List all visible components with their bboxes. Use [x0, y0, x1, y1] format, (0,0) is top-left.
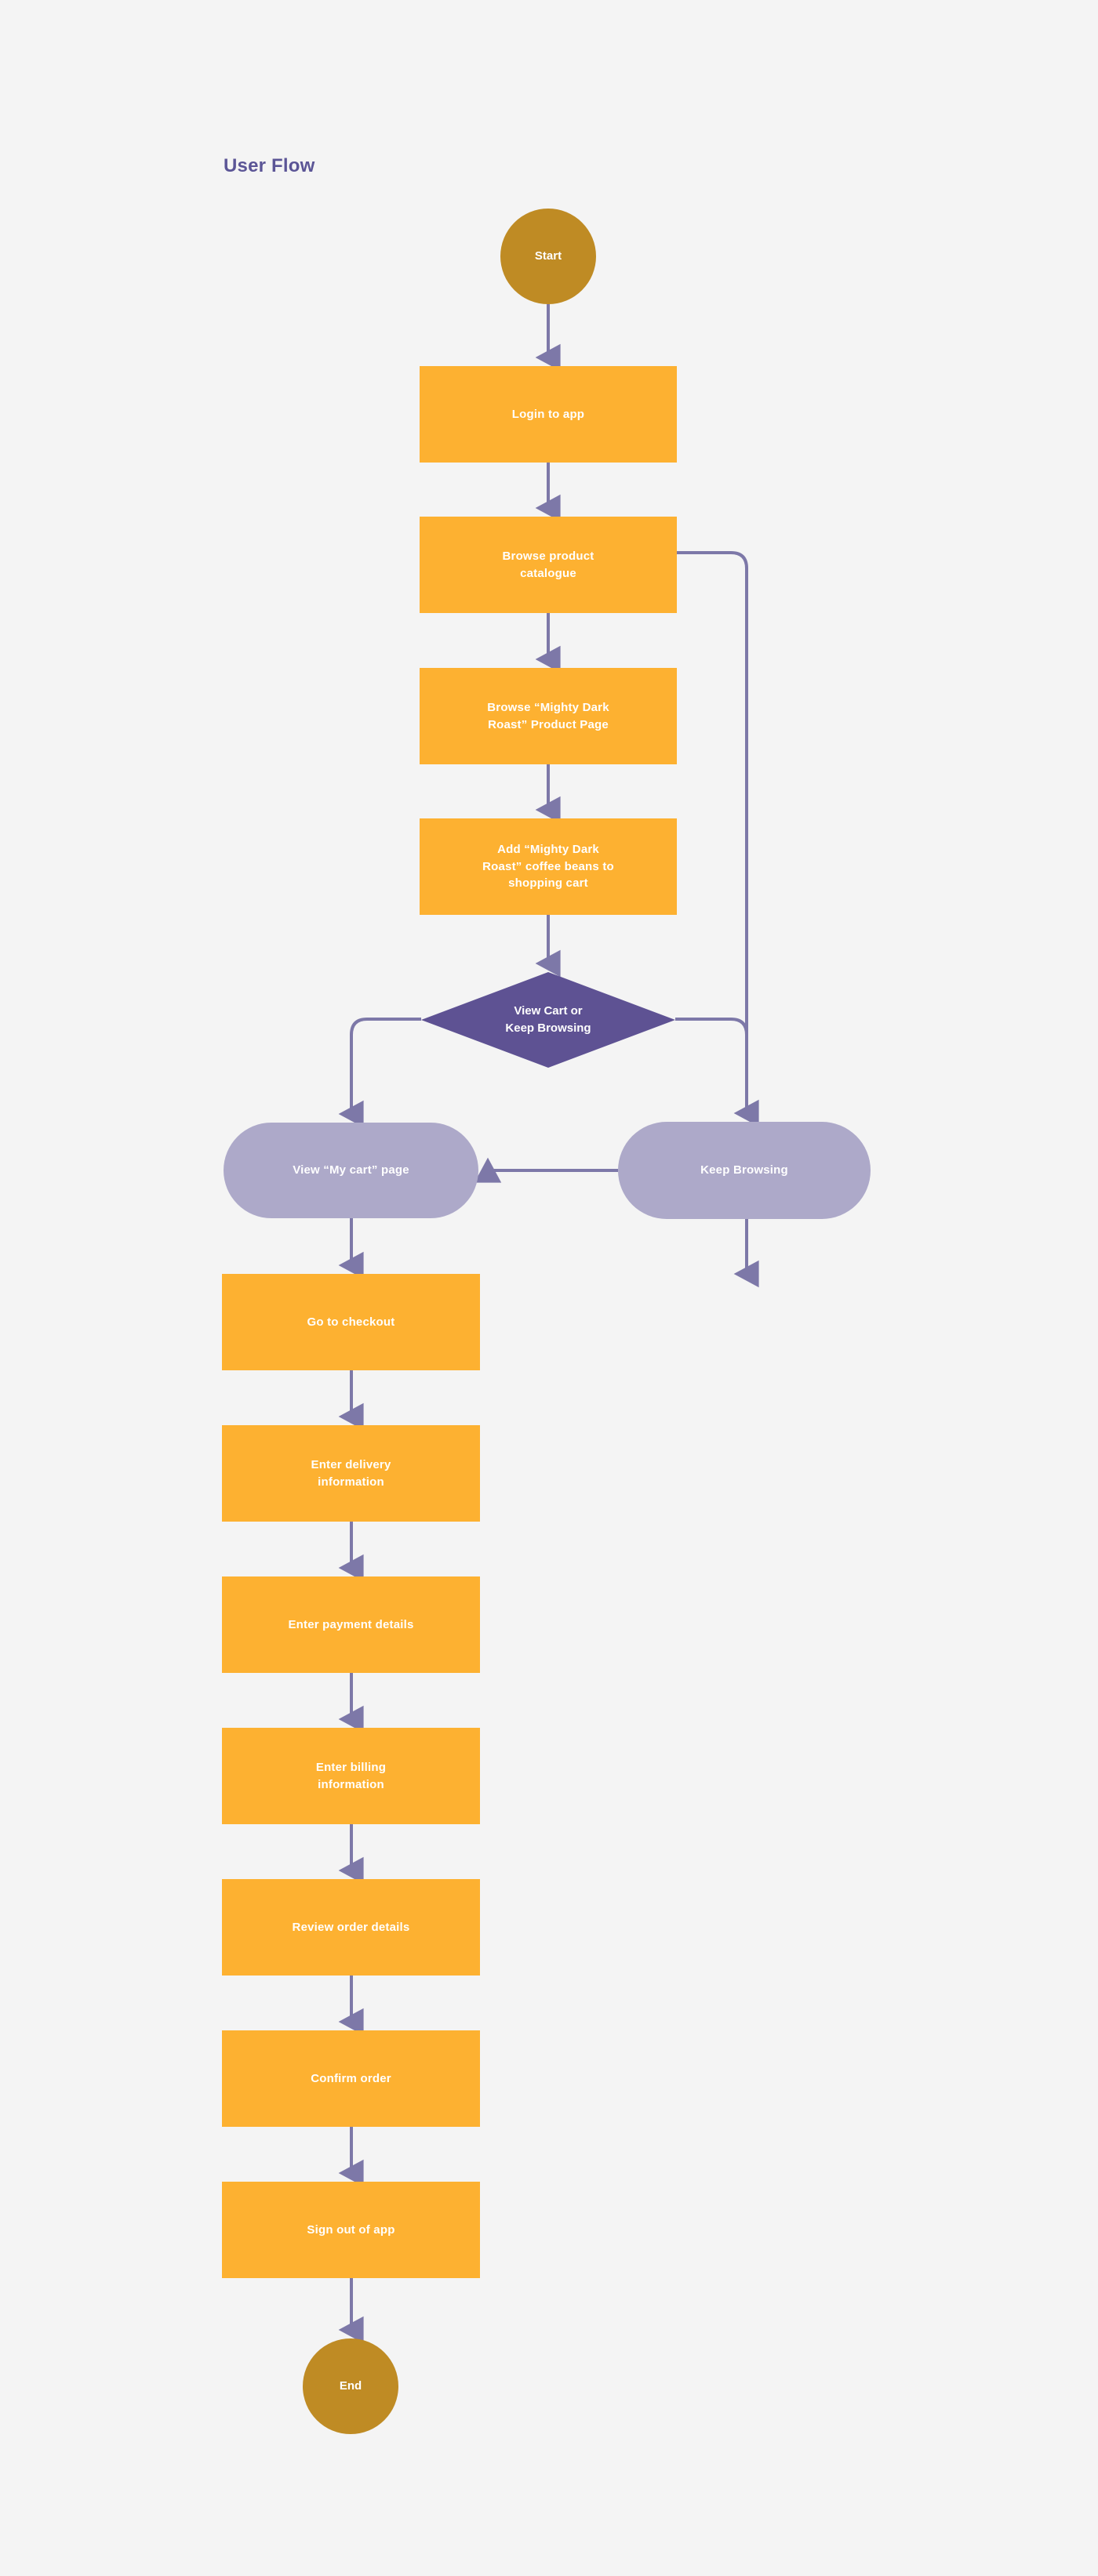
- node-login-to-app-label: Login to app: [511, 407, 585, 421]
- edge-browse-keepbrowsing: [677, 551, 759, 1127]
- node-go-to-checkout-label: Go to checkout: [307, 1315, 395, 1329]
- node-confirm-order-label: Confirm order: [311, 2071, 391, 2085]
- node-enter-billing-information-label: Enter billing information: [315, 1760, 387, 1791]
- node-decision-view-cart-or-keep-browsing[interactable]: [421, 972, 675, 1068]
- node-enter-billing-information[interactable]: Enter billing information: [222, 1728, 480, 1824]
- node-browse-product-catalogue[interactable]: Browse product catalogue: [420, 517, 677, 613]
- edge-decision-keepbrowsing: [675, 1018, 748, 1060]
- node-sign-out-of-app[interactable]: Sign out of app: [222, 2182, 480, 2278]
- node-sign-out-of-app-label: Sign out of app: [307, 2222, 395, 2237]
- node-decision-label: View Cart or Keep Browsing: [421, 972, 675, 1068]
- node-decision-label-text: View Cart or Keep Browsing: [505, 1004, 591, 1035]
- node-enter-delivery-information[interactable]: Enter delivery information: [222, 1425, 480, 1522]
- node-browse-product-catalogue-label: Browse product catalogue: [502, 549, 594, 580]
- node-confirm-order[interactable]: Confirm order: [222, 2030, 480, 2127]
- edge-decision-mycart: [338, 1018, 421, 1128]
- node-add-to-shopping-cart-label: Add “Mighty Dark Roast” coffee beans to …: [482, 842, 614, 891]
- node-login-to-app[interactable]: Login to app: [420, 366, 677, 463]
- node-keep-browsing-label: Keep Browsing: [700, 1163, 788, 1177]
- node-enter-payment-details[interactable]: Enter payment details: [222, 1576, 480, 1673]
- page-title: User Flow: [224, 155, 315, 176]
- node-start[interactable]: Start: [500, 209, 596, 304]
- node-review-order-details[interactable]: Review order details: [222, 1879, 480, 1976]
- node-end[interactable]: End: [303, 2338, 398, 2434]
- node-enter-payment-details-label: Enter payment details: [288, 1617, 414, 1631]
- node-add-to-shopping-cart[interactable]: Add “Mighty Dark Roast” coffee beans to …: [420, 818, 677, 915]
- node-review-order-details-label: Review order details: [292, 1920, 410, 1934]
- node-enter-delivery-information-label: Enter delivery information: [311, 1457, 391, 1489]
- node-go-to-checkout[interactable]: Go to checkout: [222, 1274, 480, 1370]
- node-start-label: Start: [534, 249, 562, 263]
- node-view-my-cart-page[interactable]: View “My cart” page: [224, 1123, 478, 1218]
- node-keep-browsing[interactable]: Keep Browsing: [618, 1122, 871, 1219]
- node-view-my-cart-page-label: View “My cart” page: [293, 1163, 409, 1177]
- node-browse-product-page-label: Browse “Mighty Dark Roast” Product Page: [487, 700, 609, 731]
- node-browse-product-page[interactable]: Browse “Mighty Dark Roast” Product Page: [420, 668, 677, 764]
- node-end-label: End: [339, 2379, 362, 2393]
